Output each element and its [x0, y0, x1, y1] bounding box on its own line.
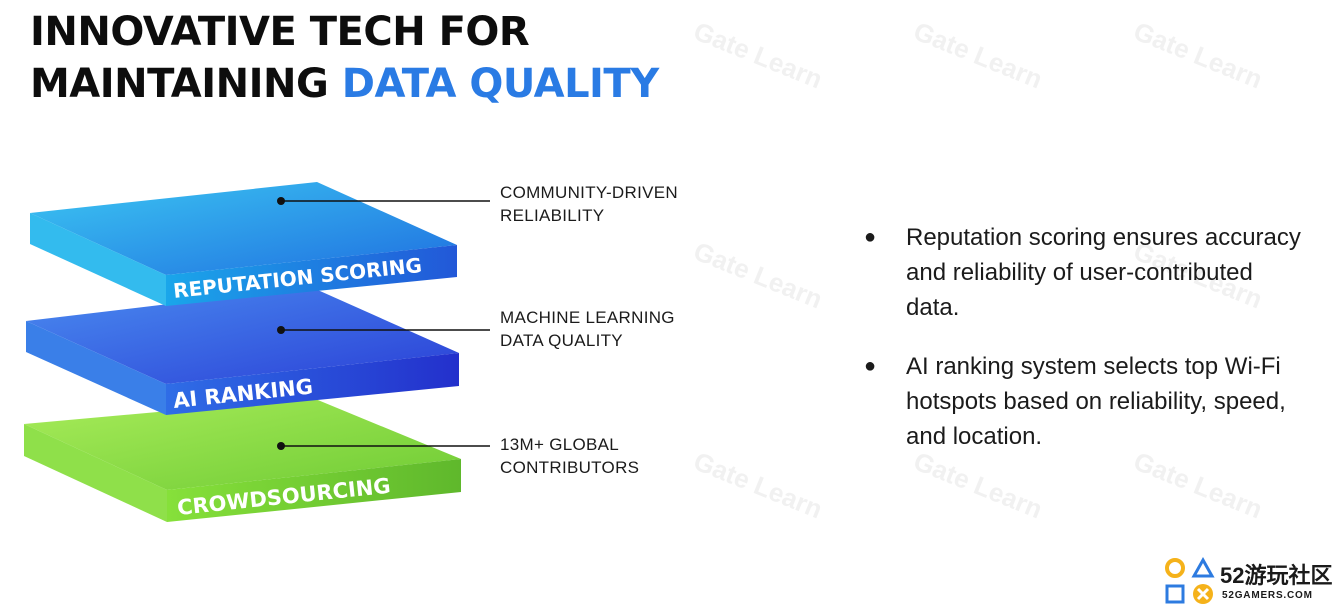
bullet-item: ● Reputation scoring ensures accuracy an… [862, 220, 1312, 325]
layer-front-face [166, 245, 457, 306]
layer-crowdsourcing: CROWDSOURCING [24, 398, 461, 522]
callout-connector-2 [277, 326, 490, 334]
site-logo: 52游玩社区 52GAMERS.COM [1162, 556, 1334, 608]
callout-line: CONTRIBUTORS [500, 458, 640, 477]
watermark: Gate Learn [909, 15, 1047, 95]
callout-line: DATA QUALITY [500, 331, 623, 350]
title-accent: DATA QUALITY [341, 61, 659, 107]
callout-connector-3 [277, 442, 490, 450]
logo-text-en: 52GAMERS.COM [1222, 590, 1313, 601]
callout-ai-ranking: MACHINE LEARNING DATA QUALITY [500, 306, 675, 352]
layer-stack-diagram: CROWDSOURCING AI RANKING REPUTATION SCOR… [24, 182, 490, 522]
title-plain: MAINTAINING [30, 61, 342, 107]
layer-ai-ranking: AI RANKING [26, 287, 459, 415]
callout-line: MACHINE LEARNING [500, 308, 675, 327]
layer-top-face [30, 182, 457, 275]
logo-text-cn: 52游玩社区 [1220, 563, 1333, 588]
callout-connector-1 [277, 197, 490, 205]
bullet-dot: ● [864, 355, 877, 377]
callout-line: COMMUNITY-DRIVEN [500, 183, 678, 202]
game-controls-icon [1165, 556, 1215, 604]
layer-top-face [26, 287, 459, 384]
watermark: Gate Learn [1129, 15, 1267, 95]
layer-left-face [30, 213, 166, 306]
layer-top-face [24, 398, 461, 490]
title-line-1: INNOVATIVE TECH FOR [30, 9, 530, 55]
layer-left-face [26, 321, 166, 415]
layer-front-face [166, 353, 459, 415]
callout-line: RELIABILITY [500, 206, 605, 225]
title-line-2: MAINTAINING DATA QUALITY [30, 58, 659, 110]
layer-front-face [167, 459, 461, 522]
callout-line: 13M+ GLOBAL [500, 435, 620, 454]
callout-reputation: COMMUNITY-DRIVEN RELIABILITY [500, 181, 678, 227]
bullet-text: AI ranking system selects top Wi-Fi hots… [906, 353, 1286, 450]
page-title: INNOVATIVE TECH FOR MAINTAINING DATA QUA… [30, 6, 659, 110]
bullet-text: Reputation scoring ensures accuracy and … [906, 224, 1301, 321]
bullet-list: ● Reputation scoring ensures accuracy an… [862, 220, 1312, 478]
bullet-dot: ● [864, 226, 877, 248]
callout-crowdsourcing: 13M+ GLOBAL CONTRIBUTORS [500, 433, 639, 479]
layer-left-face [24, 424, 167, 522]
bullet-item: ● AI ranking system selects top Wi-Fi ho… [862, 349, 1312, 454]
